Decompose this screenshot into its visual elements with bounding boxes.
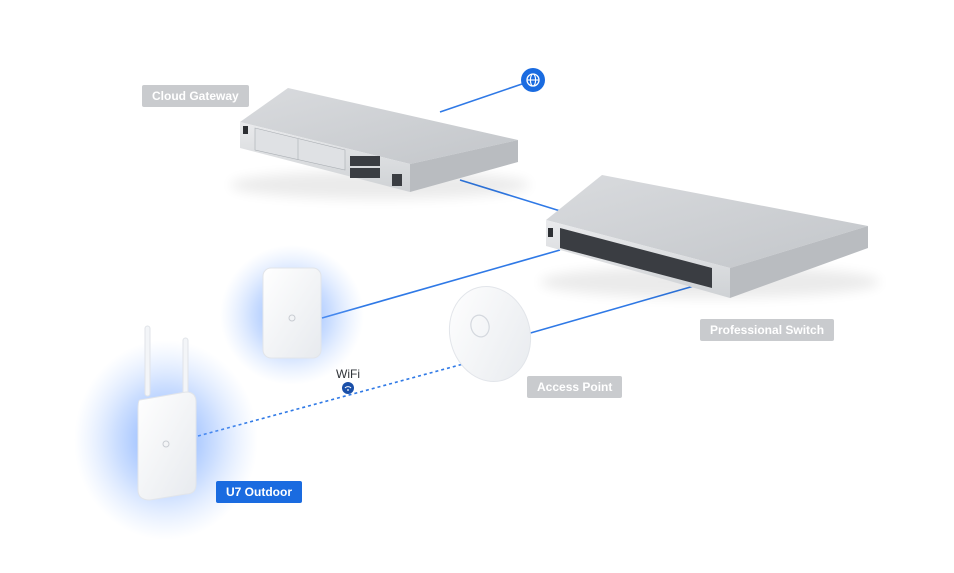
cloud-gateway-label: Cloud Gateway	[142, 85, 249, 107]
professional-switch-label: Professional Switch	[700, 319, 835, 341]
cloud-gateway-device	[230, 88, 530, 199]
access-point-device	[448, 285, 532, 383]
access-point-label: Access Point	[527, 376, 623, 398]
wifi-icon	[342, 382, 354, 394]
globe-icon	[521, 68, 545, 92]
u7-outdoor-label: U7 Outdoor	[216, 481, 302, 503]
u7-outdoor-device	[74, 325, 258, 540]
wall-ap-device	[220, 245, 364, 385]
internet-link	[439, 83, 523, 113]
professional-switch-device	[540, 175, 880, 298]
wifi-label: WiFi	[336, 367, 360, 381]
